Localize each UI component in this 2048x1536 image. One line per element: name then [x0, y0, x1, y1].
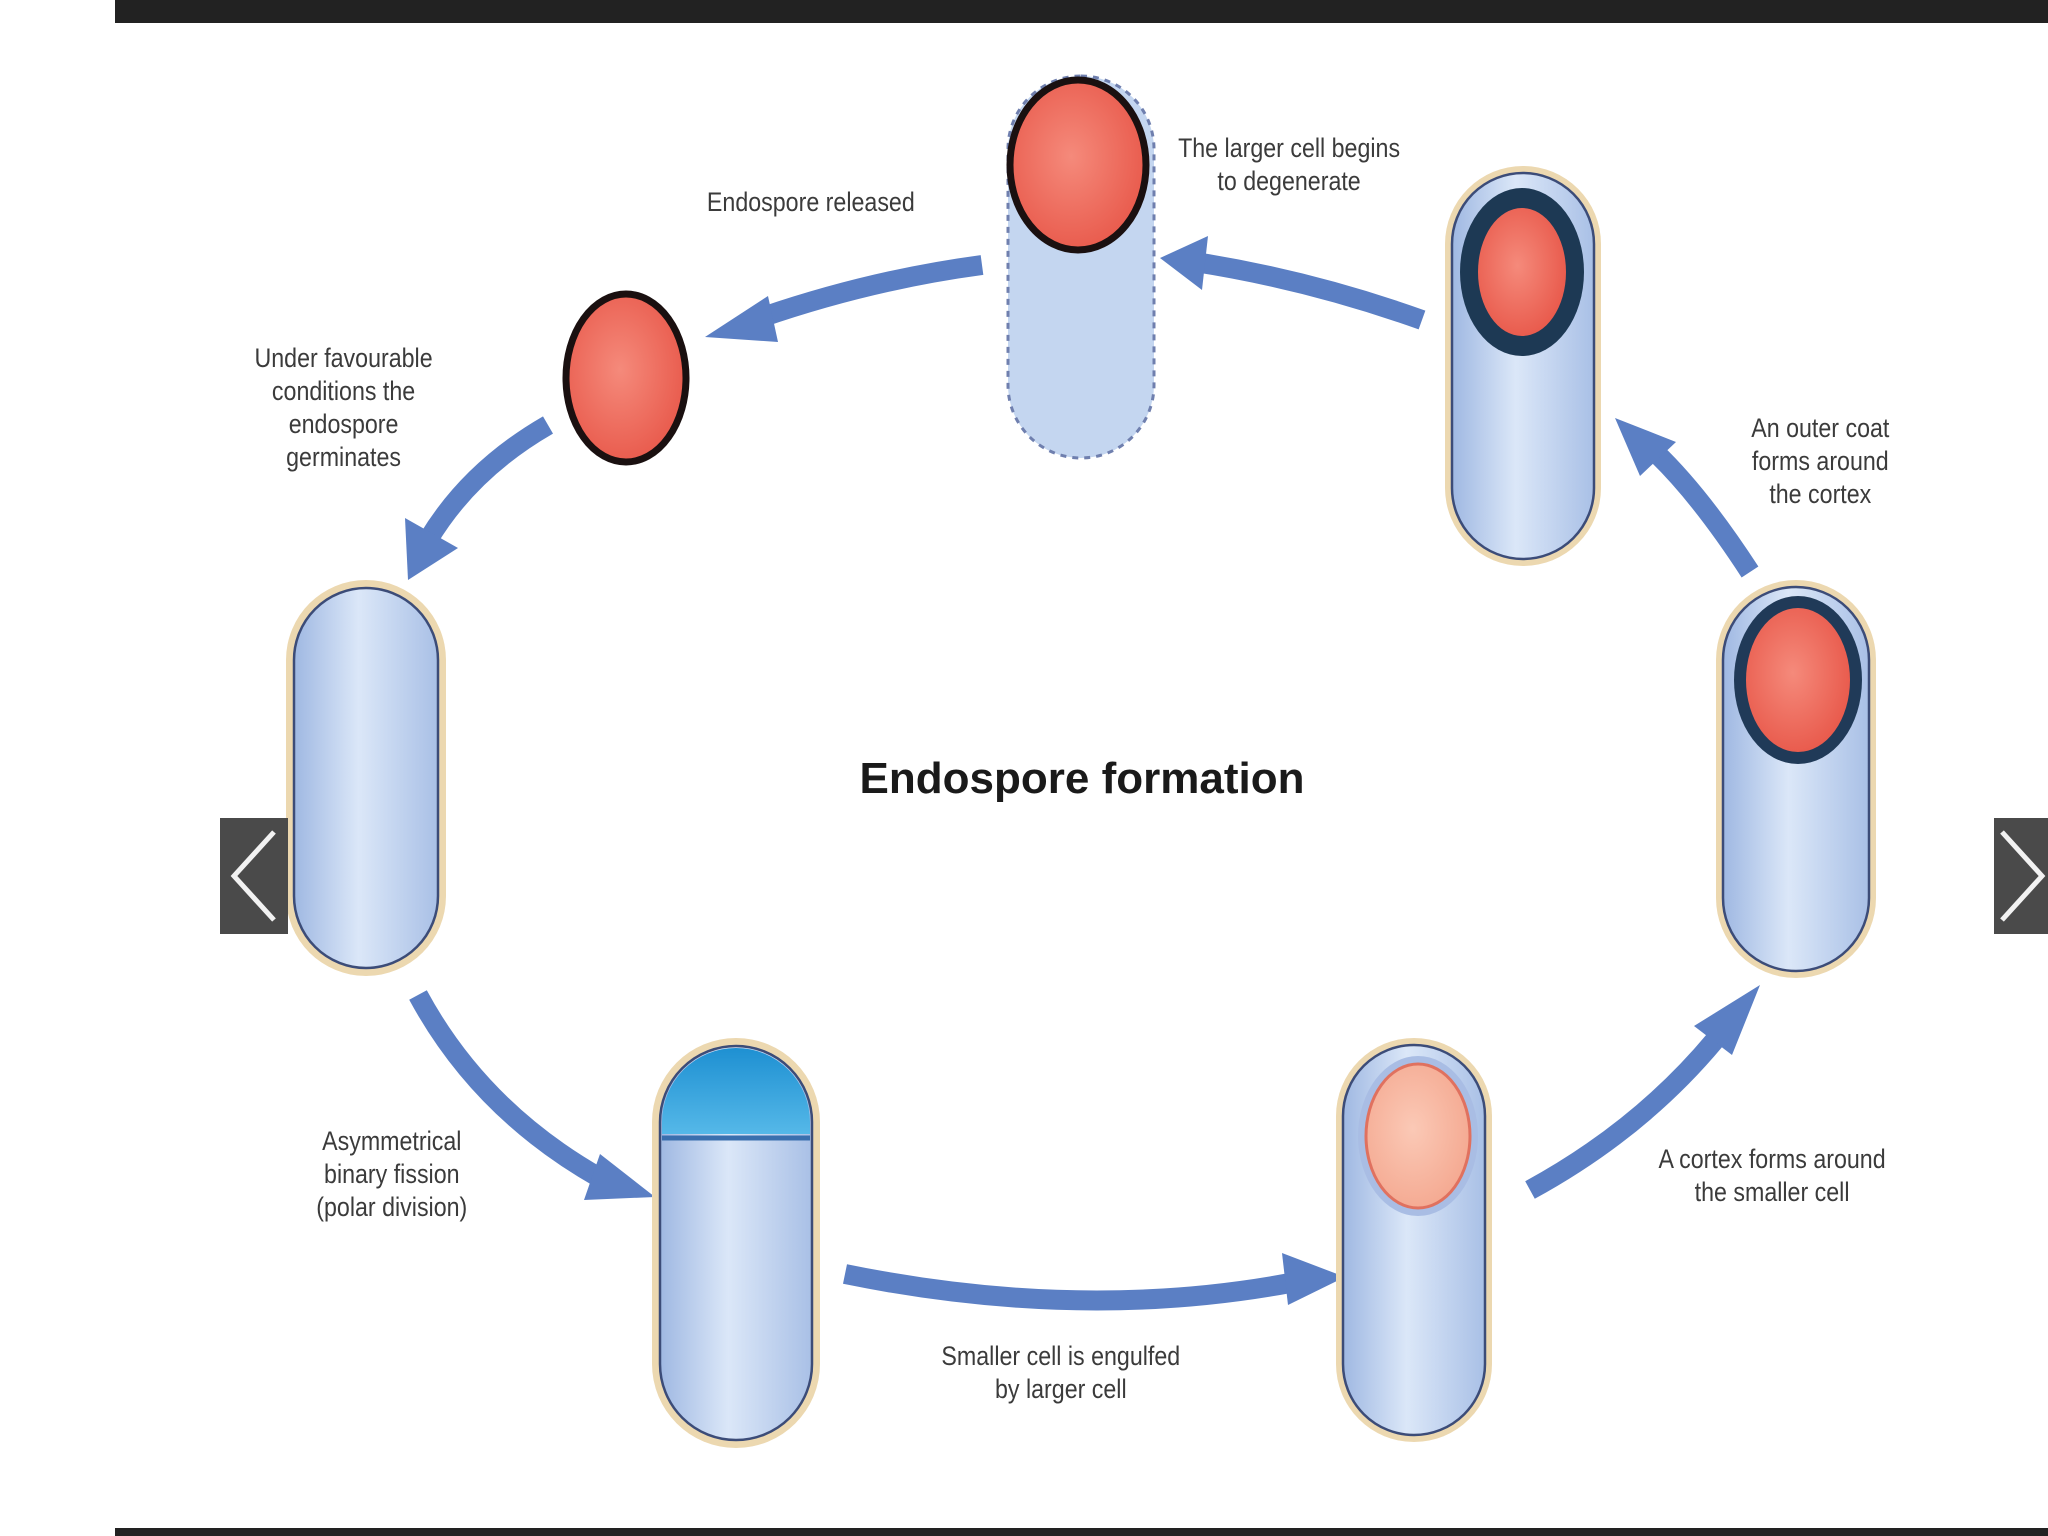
- arrow-divide: [409, 990, 605, 1187]
- arrow-degenerate: [1193, 252, 1426, 330]
- cell-outer-coat: [1445, 166, 1601, 566]
- arrow-germinate: [419, 416, 553, 546]
- cell-polar-division: [652, 1038, 820, 1448]
- label-outer-coat: An outer coat forms around the cortex: [1751, 413, 1890, 509]
- arrow-cortex: [1525, 1033, 1723, 1199]
- label-cortex-forms: A cortex forms around the smaller cell: [1658, 1144, 1886, 1207]
- label-endospore-released: Endospore released: [706, 187, 915, 217]
- arrowhead-engulf: [1282, 1253, 1345, 1305]
- previous-button[interactable]: [220, 818, 288, 934]
- arrowheads: [405, 236, 1760, 1305]
- arrowhead-cortex: [1694, 985, 1760, 1055]
- arrowhead-germinate: [405, 518, 458, 580]
- label-germinates: Under favourable conditions the endospor…: [254, 343, 433, 472]
- arrow-engulf: [843, 1264, 1292, 1311]
- cell-degenerating: [1006, 74, 1156, 460]
- arrowhead-outer-coat: [1615, 418, 1676, 476]
- chevron-left-icon: [230, 830, 276, 922]
- diagram-title: Endospore formation: [859, 754, 1305, 803]
- cell-cortex: [1716, 580, 1876, 978]
- cell-germinated: [286, 580, 446, 976]
- cell-engulfed: [1336, 1038, 1492, 1442]
- arrow-outer-coat: [1648, 444, 1759, 578]
- arrowhead-divide: [584, 1154, 655, 1200]
- arrowhead-degenerate: [1160, 236, 1208, 290]
- chevron-right-icon: [2000, 830, 2046, 922]
- bottom-bar: [115, 1528, 2048, 1536]
- label-larger-cell-degenerates: The larger cell begins to degenerate: [1178, 133, 1401, 196]
- top-bar: [115, 0, 2048, 23]
- arrow-released: [756, 255, 984, 328]
- label-polar-division: Asymmetrical binary fission (polar divis…: [316, 1126, 468, 1222]
- next-button[interactable]: [1994, 818, 2048, 934]
- cycle-arrows: [409, 252, 1759, 1311]
- arrowhead-released: [705, 296, 778, 342]
- spore-released: [562, 290, 690, 466]
- label-smaller-cell-engulfed: Smaller cell is engulfed by larger cell: [941, 1341, 1181, 1404]
